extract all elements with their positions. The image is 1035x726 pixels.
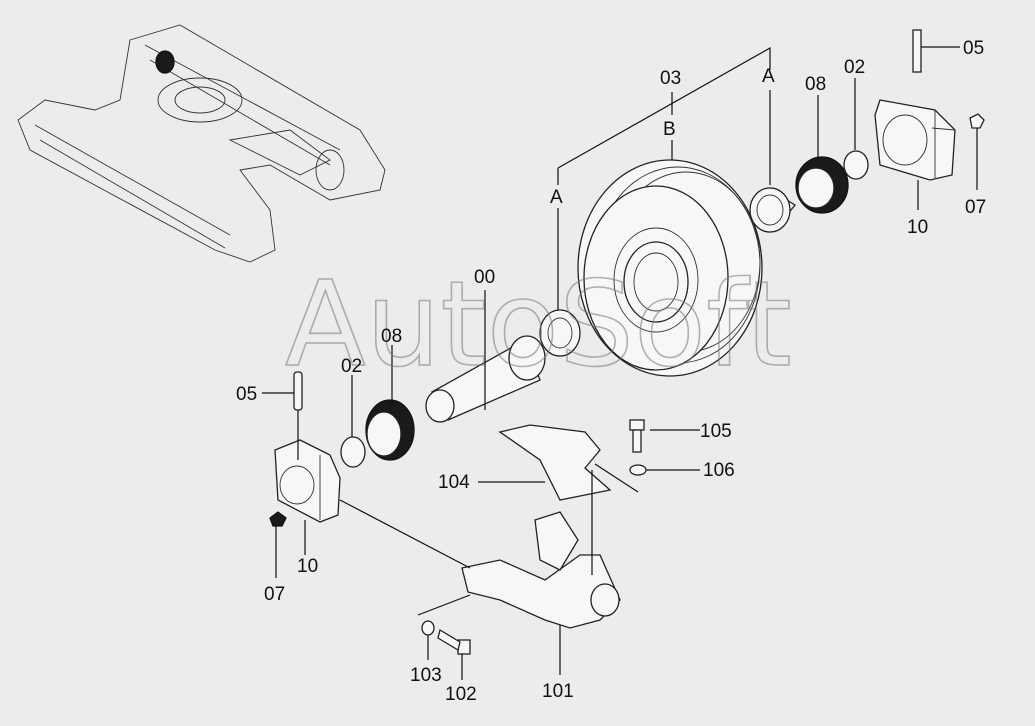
idler-wheel — [577, 159, 763, 377]
bolt-102 — [437, 628, 471, 680]
o-ring-left — [340, 375, 366, 468]
label-02-top: 02 — [844, 57, 865, 78]
label-103: 103 — [410, 665, 442, 686]
label-00: 00 — [474, 267, 495, 288]
label-102: 102 — [445, 684, 477, 705]
guide-plate — [478, 424, 639, 501]
label-10-left: 10 — [297, 556, 318, 577]
label-104: 104 — [438, 472, 470, 493]
label-b: B — [663, 119, 676, 140]
label-10-right: 10 — [907, 217, 928, 238]
label-07-left: 07 — [264, 584, 285, 605]
label-05-left: 05 — [236, 384, 257, 405]
reference-bracket-lines — [557, 46, 771, 310]
pin-right — [912, 29, 922, 73]
support-right — [874, 99, 956, 181]
bushing-right — [749, 187, 796, 233]
label-07-right: 07 — [965, 197, 986, 218]
bushing-left — [539, 309, 581, 357]
label-03: 03 — [660, 68, 681, 89]
track-frame-overview — [17, 24, 386, 263]
floating-seal-left — [365, 345, 415, 461]
floating-seal-right — [795, 156, 849, 214]
yoke — [339, 470, 621, 675]
label-02-left: 02 — [341, 356, 362, 377]
o-ring-right — [843, 150, 869, 180]
label-105: 105 — [700, 421, 732, 442]
bolt-105 — [629, 419, 700, 453]
plug-left — [269, 511, 287, 578]
watermark: AutoSoft — [285, 255, 792, 393]
plug-right — [969, 113, 985, 129]
label-a-left: A — [550, 187, 563, 208]
label-106: 106 — [703, 460, 735, 481]
label-05-top: 05 — [963, 38, 984, 59]
label-a-top: A — [762, 66, 775, 87]
washer-106 — [629, 464, 700, 476]
support-left — [274, 410, 341, 555]
label-101: 101 — [542, 681, 574, 702]
washer-103 — [421, 620, 435, 660]
label-08-left: 08 — [381, 326, 402, 347]
shaft — [425, 290, 546, 423]
label-08-top: 08 — [805, 74, 826, 95]
